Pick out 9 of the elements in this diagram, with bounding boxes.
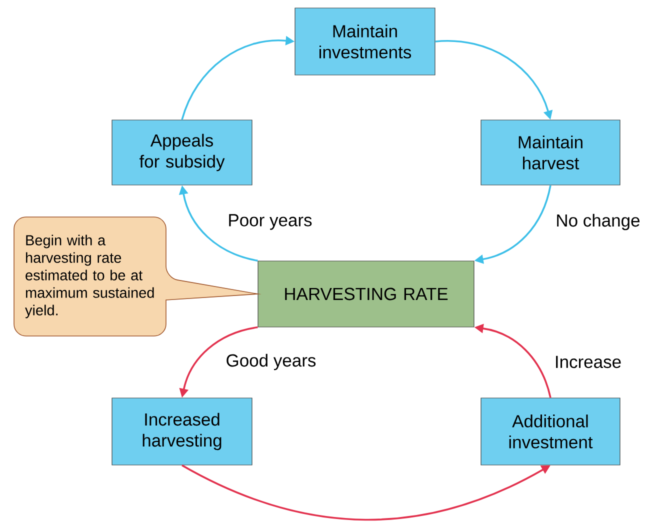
- edge-label: Increase: [553, 354, 623, 370]
- edge-label: No change: [554, 212, 642, 232]
- process-box: Maintain investments: [294, 8, 436, 76]
- edge-label: Good years: [224, 352, 318, 372]
- process-box: Maintain harvest: [480, 120, 620, 186]
- central-box: HARVESTING RATE: [258, 260, 474, 328]
- process-box: Additional investment: [480, 398, 620, 466]
- process-box: Increased harvesting: [112, 398, 252, 466]
- process-box: Appeals for subsidy: [112, 120, 252, 186]
